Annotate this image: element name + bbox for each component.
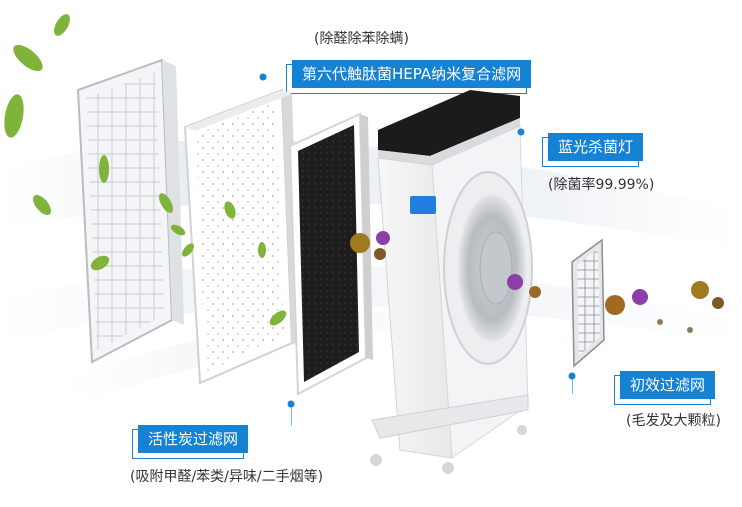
outer-grid-frame	[76, 58, 184, 364]
hepa-filter	[183, 88, 300, 385]
carbon-pointer-dot	[287, 400, 295, 408]
carbon-label: 活性炭过滤网	[131, 425, 249, 459]
uv-lamp-label: 蓝光杀菌灯	[541, 133, 644, 167]
uv-lamp-note: (除菌率99.99%)	[548, 177, 655, 193]
hepa-top-note: (除醛除苯除螨)	[314, 31, 409, 47]
bacteria-particles	[350, 231, 724, 333]
hepa-label: 第六代触肽菌HEPA纳米复合滤网	[285, 60, 532, 94]
carbon-note: (吸附甲醛/苯类/异味/二手烟等)	[130, 469, 324, 485]
prefilter-pointer-dot	[568, 372, 576, 380]
carbon-filter	[288, 112, 373, 396]
uv-pointer-dot	[517, 128, 525, 136]
hepa-pointer-dot	[259, 73, 267, 81]
leaves	[4, 14, 287, 326]
prefilter-label: 初效过滤网	[613, 371, 716, 405]
purifier-body	[370, 90, 533, 474]
pre-filter	[571, 238, 605, 368]
display-panel	[410, 196, 436, 214]
prefilter-note: (毛发及大颗粒)	[626, 413, 721, 429]
